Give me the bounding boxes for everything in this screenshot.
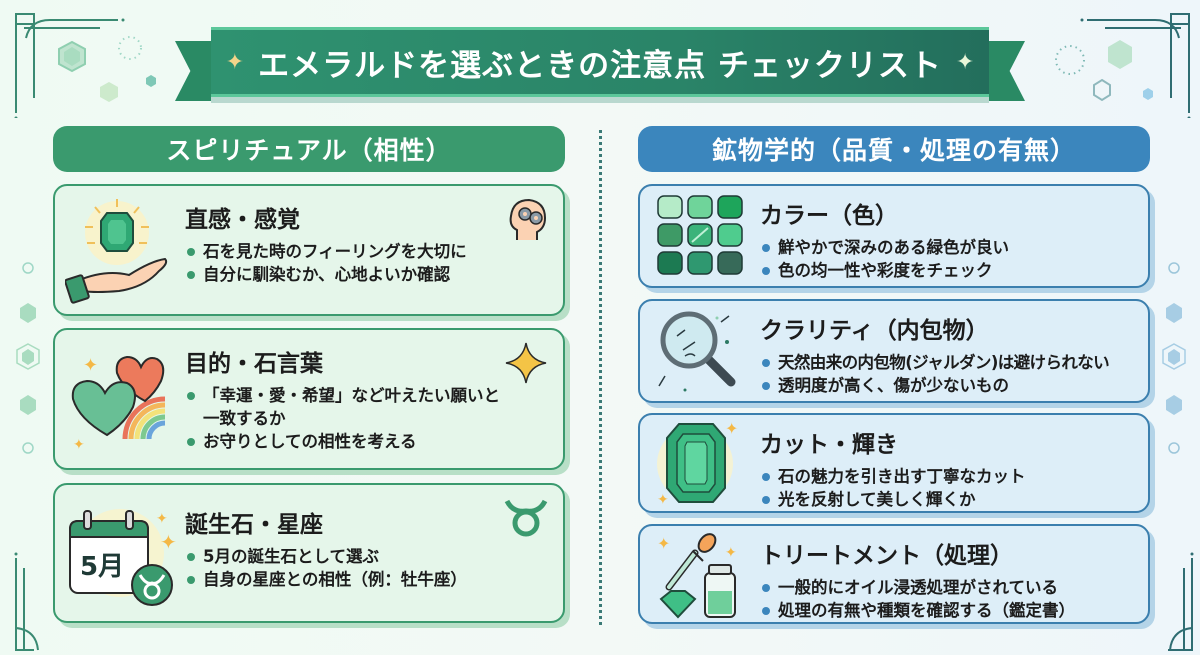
taurus-icon: [504, 499, 548, 537]
sparkle-icon: [505, 342, 547, 384]
list-item: 鮮やかで深みのある緑色が良い: [760, 236, 1148, 259]
list-item: 天然由来の内包物(ジャルダン)は避けられない: [760, 351, 1148, 374]
list-item: 色の均一性や彩度をチェック: [760, 259, 1148, 282]
list-item: 透明度が高く、傷が少ないもの: [760, 374, 1148, 397]
sparkle-icon: ✦: [225, 49, 245, 75]
mineral-header: 鉱物学的（品質・処理の有無）: [638, 126, 1150, 172]
card-color: カラー（色） 鮮やかで深みのある緑色が良い 色の均一性や彩度をチェック: [638, 184, 1150, 288]
svg-text:✦: ✦: [657, 534, 670, 553]
svg-text:✦: ✦: [160, 530, 177, 554]
list-item: お守りとしての相性を考える: [185, 430, 503, 453]
card-title: 誕生石・星座: [185, 512, 323, 538]
list-item: 自身の星座との相性（例：牡牛座）: [185, 568, 563, 591]
hand-holding-emerald-icon: [55, 186, 185, 314]
hexagon-cluster-top-right: [1055, 40, 1153, 102]
corner-ornament-top-right: [1080, 13, 1191, 118]
hearts-rainbow-icon: ✦ ✦: [55, 330, 185, 468]
card-birthstone: 5月 ✦ ✦ 誕生石・星座 5月の誕生石として選ぶ 自身の星座との相性（例：牡牛…: [53, 483, 565, 623]
column-divider: [599, 130, 602, 625]
card-title: トリートメント（処理）: [760, 543, 1013, 569]
card-title: カット・輝き: [760, 432, 898, 458]
list-item: 処理の有無や種類を確認する（鑑定書）: [760, 599, 1148, 622]
calendar-label: 5月: [80, 552, 124, 582]
spiritual-header: スピリチュアル（相性）: [53, 126, 565, 172]
list-item: 石の魅力を引き出す丁寧なカット: [760, 465, 1148, 488]
list-item: 「幸運・愛・希望」など叶えたい願いと一致するか: [185, 384, 503, 430]
card-title: クラリティ（内包物）: [760, 318, 989, 344]
card-title: 直感・感覚: [185, 207, 300, 233]
svg-text:✦: ✦: [725, 419, 738, 438]
calendar-taurus-icon: 5月 ✦ ✦: [55, 485, 185, 621]
card-clarity: クラリティ（内包物） 天然由来の内包物(ジャルダン)は避けられない 透明度が高く…: [638, 299, 1150, 403]
magnifier-icon: [640, 301, 760, 401]
dropper-oil-bottle-icon: ✦ ✦: [640, 526, 760, 622]
list-item: 5月の誕生石として選ぶ: [185, 545, 563, 568]
emerald-cut-gem-icon: ✦ ✦: [640, 415, 760, 511]
svg-text:✦: ✦: [83, 355, 98, 376]
page-title: エメラルドを選ぶときの注意点 チェックリスト: [258, 47, 942, 84]
color-swatch-grid-icon: [640, 186, 760, 286]
list-item: 石を見た時のフィーリングを大切に: [185, 240, 563, 263]
head-gears-icon: [509, 198, 547, 240]
sparkle-icon: ✦: [955, 49, 975, 75]
svg-text:✦: ✦: [73, 437, 85, 453]
card-cut: ✦ ✦ カット・輝き 石の魅力を引き出す丁寧なカット 光を反射して美しく輝くか: [638, 413, 1150, 513]
list-item: 光を反射して美しく輝くか: [760, 488, 1148, 511]
card-title: カラー（色）: [760, 203, 898, 229]
hexagon-cluster-top-left: [58, 36, 156, 102]
corner-ornament-top-left: [14, 13, 125, 118]
side-ornaments-left: [14, 262, 40, 651]
list-item: 一般的にオイル浸透処理がされている: [760, 576, 1148, 599]
card-intuition: 直感・感覚 石を見た時のフィーリングを大切に 自分に馴染むか、心地よいか確認: [53, 184, 565, 316]
card-title: 目的・石言葉: [185, 351, 323, 377]
spiritual-column: スピリチュアル（相性） 直感・感覚 石を見た時のフィーリングを大切に 自分に馴染…: [53, 126, 565, 623]
card-purpose: ✦ ✦ 目的・石言葉 「幸運・愛・希望」など叶えたい願いと一致するか お守りとし…: [53, 328, 565, 470]
svg-text:✦: ✦: [156, 511, 168, 527]
card-treatment: ✦ ✦ トリートメント（処理） 一般的にオイル浸透処理がされている 処理の有無や…: [638, 524, 1150, 624]
svg-text:✦: ✦: [657, 492, 669, 508]
mineral-column: 鉱物学的（品質・処理の有無） カラー（色）: [638, 126, 1150, 624]
svg-text:✦: ✦: [725, 545, 737, 561]
side-ornaments-right: [1162, 262, 1194, 651]
list-item: 自分に馴染むか、心地よいか確認: [185, 263, 563, 286]
title-banner: ✦ エメラルドを選ぶときの注意点 チェックリスト ✦: [175, 27, 1025, 105]
